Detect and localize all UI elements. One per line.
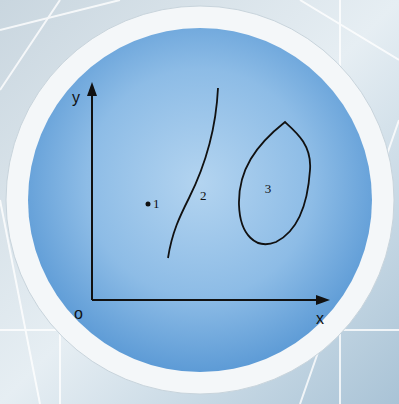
axis-label: x: [316, 311, 324, 327]
point: [146, 202, 151, 207]
blue-disc: [28, 28, 372, 372]
callout-number: 3: [265, 182, 272, 195]
region-outline-path: [239, 122, 310, 244]
arrow-head: [316, 295, 330, 305]
callout-number: 2: [200, 189, 207, 202]
callout-number: 1: [153, 197, 160, 210]
outer-ring: [6, 6, 394, 394]
region-outline: [236, 120, 314, 248]
axis-label: y: [72, 90, 80, 106]
axes: [92, 92, 322, 300]
origin-label: o: [74, 306, 83, 322]
closed-region: 3: [236, 120, 314, 248]
arrow-head: [87, 82, 97, 96]
curve: [168, 88, 218, 258]
